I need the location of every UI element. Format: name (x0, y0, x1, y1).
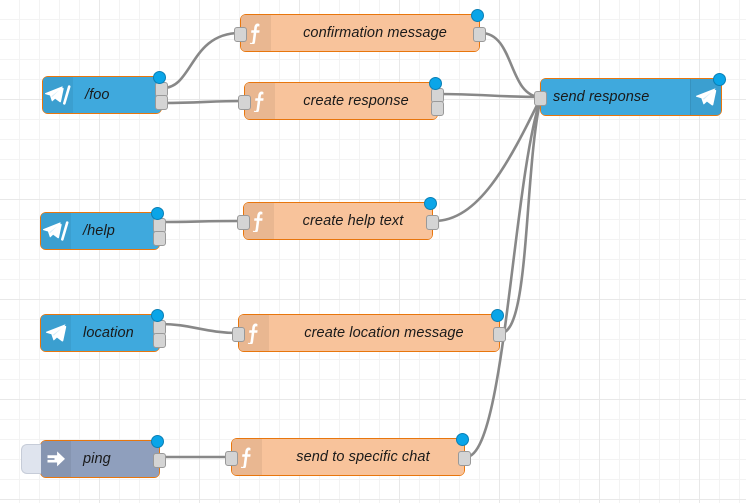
wire-help-to-create-help-text[interactable] (159, 219, 245, 224)
node-create-response[interactable]: create response (238, 77, 444, 120)
node-body: create location message (239, 315, 499, 351)
wire-create-location-message-to-send-response[interactable] (499, 95, 543, 335)
wire-create-response-to-send-response[interactable] (437, 92, 543, 99)
unsaved-changes-dot (713, 73, 726, 86)
unsaved-changes-dot (471, 9, 484, 22)
wire-foo-to-confirmation-message[interactable] (161, 31, 242, 90)
telegram-icon (41, 315, 71, 351)
node-label: confirmation message (303, 25, 447, 41)
unsaved-changes-dot (424, 197, 437, 210)
wire-confirmation-message-to-send-response[interactable] (479, 31, 543, 99)
wire-foo-to-create-response[interactable] (161, 99, 246, 105)
node-input-port[interactable] (237, 214, 250, 230)
node-output-port[interactable] (155, 94, 168, 110)
node-body: create help text (244, 203, 432, 239)
node-label: create response (303, 93, 409, 109)
wire-location-to-create-location-message[interactable] (159, 322, 240, 335)
node-label: create location message (304, 325, 464, 341)
node-label: send response (553, 89, 650, 105)
node-label: send to specific chat (296, 449, 430, 465)
node-label: ping (83, 451, 111, 467)
wire-create-help-text-to-send-response[interactable] (432, 95, 543, 223)
node-help[interactable]: /help (40, 207, 166, 250)
node-label: create help text (302, 213, 404, 229)
node-foo[interactable]: /foo (42, 71, 168, 114)
node-output-port[interactable] (473, 26, 486, 42)
node-input-port[interactable] (232, 326, 245, 342)
unsaved-changes-dot (153, 71, 166, 84)
node-output-port[interactable] (493, 326, 506, 342)
node-output-port[interactable] (153, 332, 166, 348)
node-input-port[interactable] (225, 450, 238, 466)
inject-arrow-icon (41, 441, 71, 477)
node-output-port[interactable] (458, 450, 471, 466)
node-create-help-text[interactable]: create help text (237, 197, 439, 240)
node-body: create response (245, 83, 437, 119)
wire-send-to-specific-chat-to-send-response[interactable] (464, 95, 543, 459)
unsaved-changes-dot (151, 309, 164, 322)
node-body: /foo (43, 77, 161, 113)
node-ping[interactable]: ping (21, 435, 166, 478)
unsaved-changes-dot (151, 435, 164, 448)
node-location[interactable]: location (40, 309, 166, 352)
node-input-port[interactable] (534, 90, 547, 106)
telegram-command-icon (43, 77, 73, 113)
inject-trigger-button[interactable] (21, 444, 41, 474)
node-label: /help (83, 223, 115, 239)
node-body: /help (41, 213, 159, 249)
unsaved-changes-dot (456, 433, 469, 446)
node-body: confirmation message (241, 15, 479, 51)
unsaved-changes-dot (151, 207, 164, 220)
node-input-port[interactable] (238, 94, 251, 110)
node-output-port[interactable] (431, 100, 444, 116)
node-confirmation-message[interactable]: confirmation message (234, 9, 486, 52)
node-output-port[interactable] (153, 230, 166, 246)
node-input-port[interactable] (234, 26, 247, 42)
unsaved-changes-dot (491, 309, 504, 322)
node-send-to-specific-chat[interactable]: send to specific chat (225, 433, 471, 476)
telegram-command-icon (41, 213, 71, 249)
node-body: ping (41, 441, 159, 477)
node-body: send response (541, 79, 721, 115)
node-label: location (83, 325, 134, 341)
node-body: location (41, 315, 159, 351)
node-body: send to specific chat (232, 439, 464, 475)
unsaved-changes-dot (429, 77, 442, 90)
node-create-location-message[interactable]: create location message (232, 309, 506, 352)
node-output-port[interactable] (153, 452, 166, 468)
node-label: /foo (85, 87, 110, 103)
node-output-port[interactable] (426, 214, 439, 230)
node-send-response[interactable]: send response (534, 73, 726, 116)
